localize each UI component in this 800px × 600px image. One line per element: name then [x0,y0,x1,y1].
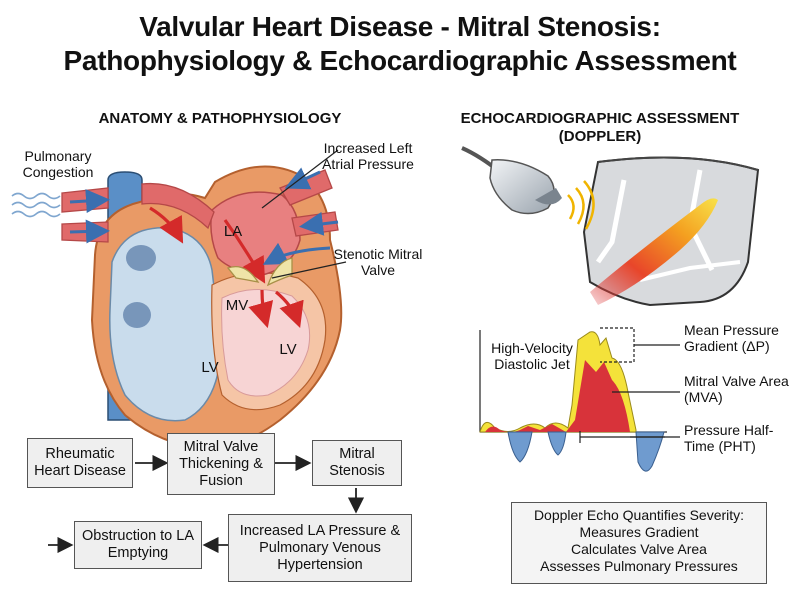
doppler-trace [479,327,680,472]
mva-label: Mitral Valve Area (MVA) [684,373,789,405]
lv-inner-label: LV [279,341,297,358]
echo-fan [582,156,760,307]
congestion-waves [11,192,61,218]
anatomy-heading: ANATOMY & PATHOPHYSIOLOGY [98,110,342,127]
flow-node-rheumatic: Rheumatic Heart Disease [27,438,133,488]
mean-gradient-label: Mean Pressure Gradient (ΔP) [684,322,779,354]
la-label: LA [223,223,243,240]
summary-line-1: Doppler Echo Quantifies Severity: [533,507,745,523]
increased-la-pressure-label: Increased Left Atrial Pressure [322,140,414,172]
summary-line-3: Calculates Valve Area [571,541,707,557]
leader-lines [261,149,347,279]
doppler-probe-icon [461,146,595,230]
blood-flow-arrows [149,206,304,329]
summary-line-4: Assesses Pulmonary Pressures [540,558,738,574]
title-line-1: Valvular Heart Disease - Mitral Stenosis… [139,11,661,42]
flow-node-obstruction: Obstruction to LA Emptying [74,521,202,569]
pht-label: Pressure Half-Time (PHT) [684,422,774,454]
flow-node-thickening: Mitral Valve Thickening & Fusion [167,433,275,495]
title-line-2: Pathophysiology & Echocardiographic Asse… [63,45,737,76]
echo-heading: ECHOCARDIOGRAPHIC ASSESSMENT (DOPPLER) [460,110,740,145]
mv-label: MV [225,297,249,314]
lv-outer-label: LV [201,359,219,376]
pressure-arrows [69,167,339,265]
jet-label: High-Velocity Diastolic Jet [491,340,573,372]
flowchart-arrows [48,454,365,554]
summary-line-2: Measures Gradient [579,524,699,540]
flow-node-increased-la-pressure: Increased LA Pressure & Pulmonary Venous… [228,514,412,582]
stenotic-mitral-valve-label: Stenotic Mitral Valve [333,246,423,278]
doppler-summary-box: Doppler Echo Quantifies Severity: Measur… [511,502,767,584]
flow-node-mitral-stenosis: Mitral Stenosis [312,440,402,486]
doppler-reverse-flow [507,431,533,463]
stenotic-mitral-valve [226,257,293,287]
pulmonary-congestion-label: Pulmonary Congestion [22,148,94,180]
